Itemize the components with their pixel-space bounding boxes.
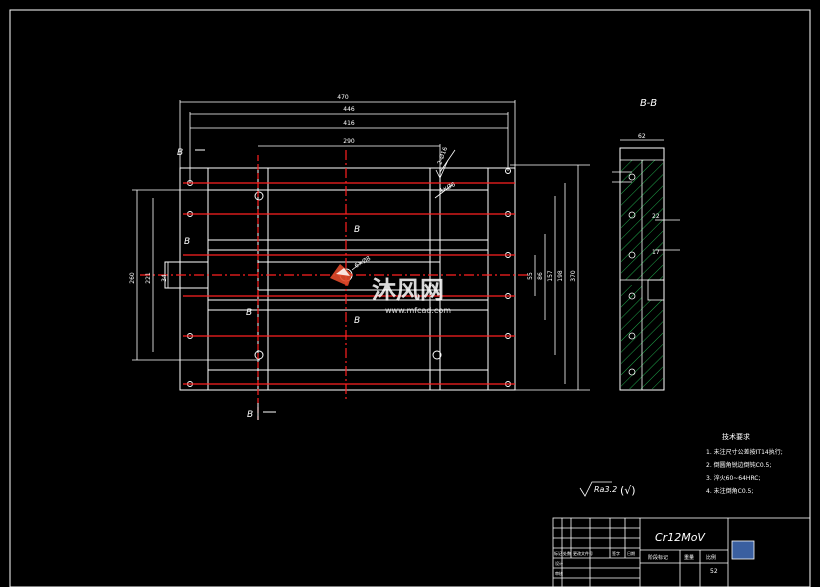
dim-157: 157 [547,270,554,282]
watermark-logo-icon [330,264,352,286]
dim-370: 370 [570,270,577,282]
tech-req-2: 2. 倒圆角锐边倒钝C0.5; [706,461,771,469]
row-label-4: 签字 [612,550,620,556]
drawing-frame [9,9,811,587]
section-cut-markers [195,149,276,420]
scale-label: 比例 [706,554,716,561]
row-label-1: 标记 [554,550,562,556]
dim-55: 55 [527,272,534,280]
section-view [612,139,680,391]
section-view-labels: B-B 62 22 17 [638,98,660,256]
section-dim-62: 62 [638,133,646,140]
roughness-value: Ra3.2 [594,485,617,494]
section-marker-3: B [184,237,190,247]
stage-label: 阶段标记 [648,554,668,561]
dim-221: 221 [145,272,152,284]
section-marker-2: B [354,225,360,235]
hole-label-3: 6×Ø8 [354,255,373,270]
watermark-brand: 沐风网 [372,276,444,304]
dim-470: 470 [337,94,349,101]
dim-86: 86 [537,272,544,280]
section-marker-1: B [177,148,183,158]
dim-416: 416 [343,120,355,127]
tech-requirements: 技术要求 1. 未注尺寸公差按IT14执行; 2. 倒圆角锐边倒钝C0.5; 3… [706,432,783,495]
section-title: B-B [640,98,657,109]
section-dim-17: 17 [652,249,660,256]
section-markers: B B B B B B [177,148,360,420]
tech-req-title: 技术要求 [722,432,750,441]
leader-lines [351,149,456,271]
dim-290: 290 [343,138,355,145]
dim-260: 260 [129,272,136,284]
tech-req-3: 3. 淬火60~64HRC; [706,474,761,482]
dim-34: 34 [161,274,168,282]
watermark-url: www.mfcad.com [385,306,451,315]
tech-req-1: 1. 未注尺寸公差按IT14执行; [706,448,783,456]
hole-label-1: 2-Ø16 [436,146,449,166]
row-label-3: 更改文件号 [573,550,593,556]
title-block-text: Cr12MoV 标记 处数 更改文件号 签字 日期 设计 审核 阶段标记 重量 … [554,531,718,576]
dimension-lines [132,100,590,391]
section-marker-5: B [354,316,360,326]
design-label: 设计 [555,560,563,566]
dim-198: 198 [557,270,564,282]
scale-value: 52 [710,568,718,575]
dim-446: 446 [343,106,355,113]
section-marker-6: B [247,410,253,420]
material: Cr12MoV [655,531,706,544]
weight-label: 重量 [684,554,694,561]
watermark: 沐风网 www.mfcad.com [330,264,451,315]
section-marker-4: B [246,308,252,318]
tech-req-4: 4. 未注倒角C0.5; [706,487,753,495]
check-label: 审核 [555,570,563,576]
section-dim-22: 22 [652,213,660,220]
title-block [552,517,811,587]
row-label-5: 日期 [627,550,635,556]
roughness-note: Ra3.2 (√) [579,481,636,497]
channel-lines [140,150,530,420]
row-label-2: 处数 [563,550,571,556]
roughness-symbol: (√) [620,484,636,497]
